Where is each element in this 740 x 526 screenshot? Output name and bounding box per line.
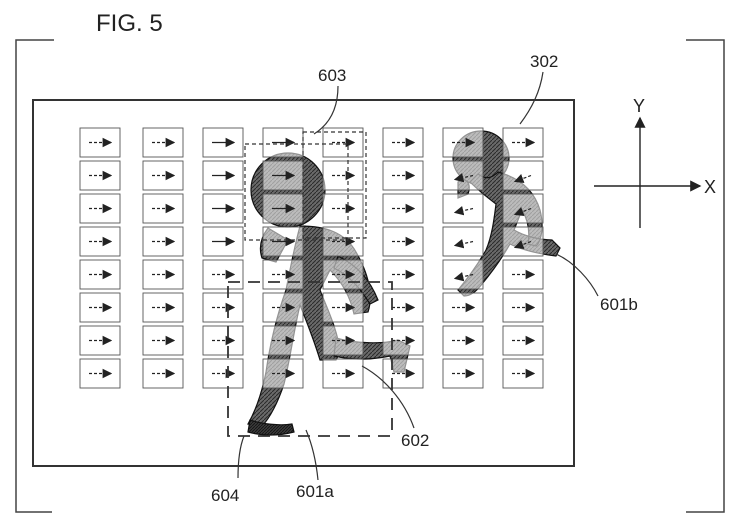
motion-vector-arrow (513, 174, 532, 184)
grid-cell (322, 325, 364, 356)
motion-vector-arrow (453, 238, 474, 249)
label-601b: 601b (600, 295, 638, 314)
grid-cell (322, 193, 364, 224)
region-603-box (244, 131, 367, 241)
motion-vector-arrow (513, 240, 532, 250)
grid-cell (502, 160, 544, 191)
motion-vector-arrow (513, 207, 532, 217)
label-604: 604 (211, 486, 239, 505)
leader-lines (237, 71, 599, 481)
grid-cell (322, 226, 364, 257)
y-axis-label: Y (633, 96, 645, 116)
grid-cell (142, 193, 184, 224)
figure-title: FIG. 5 (96, 10, 163, 37)
motion-vector-arrow (453, 271, 474, 282)
coordinate-axes (594, 116, 702, 228)
grid-cell (502, 325, 544, 356)
label-603: 603 (318, 66, 346, 85)
grid-cell (502, 226, 544, 257)
grid-cell (442, 259, 484, 290)
grid-cell (79, 193, 121, 224)
outer-frame-brackets (15, 39, 725, 513)
grid-cell (442, 226, 484, 257)
motion-vector-block-grid (79, 127, 544, 389)
x-axis-label: X (704, 177, 716, 197)
grid-cell (442, 127, 484, 158)
grid-cell (502, 193, 544, 224)
region-604-box (227, 281, 393, 437)
grid-cell (442, 160, 484, 191)
grid-cell (442, 193, 484, 224)
grid-cell (382, 127, 424, 158)
label-601a: 601a (296, 482, 334, 501)
motion-vector-arrow (453, 205, 474, 216)
label-302: 302 (530, 52, 558, 71)
label-602: 602 (401, 431, 429, 450)
motion-vector-arrow (453, 172, 474, 183)
